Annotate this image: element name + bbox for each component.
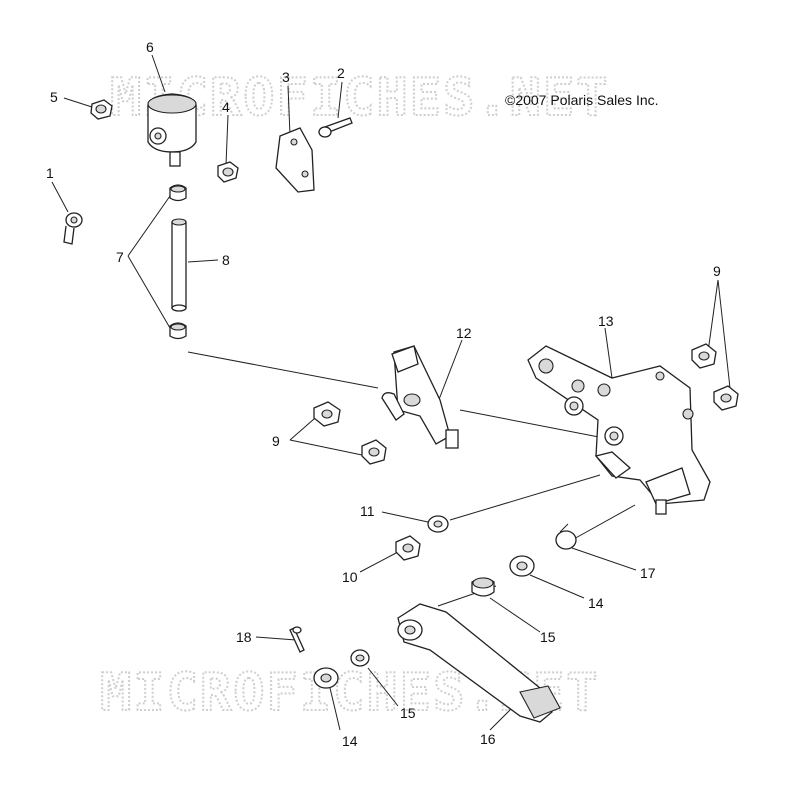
- part-9-bolt-right-1: [691, 343, 717, 369]
- callout-16: 16: [480, 731, 496, 747]
- callout-17: 17: [640, 565, 656, 581]
- callout-9-right: 9: [713, 263, 721, 279]
- part-18-cotter-pin: [289, 626, 305, 653]
- callout-5: 5: [50, 89, 58, 105]
- part-16-pedal-lever: [397, 603, 561, 723]
- callout-13: 13: [598, 313, 614, 329]
- part-10-bolt: [395, 535, 421, 561]
- part-7-clamp-top: [169, 184, 187, 202]
- part-8-hose: [171, 218, 187, 312]
- callout-15-top: 15: [540, 629, 556, 645]
- part-13-main-bracket: [527, 345, 711, 515]
- callout-labels: 6 5 4 3 2 1 7 8 12 13 9 9 11 10 17 14 15…: [46, 39, 721, 749]
- copyright-notice: ©2007 Polaris Sales Inc.: [505, 92, 659, 108]
- part-11-washer: [427, 515, 449, 533]
- part-5-nut: [90, 99, 113, 120]
- part-9-bolt-right-2: [713, 385, 739, 411]
- callout-10: 10: [342, 569, 358, 585]
- callout-4: 4: [222, 99, 230, 115]
- part-9-bolt-left-1: [313, 401, 341, 427]
- part-12-master-cylinder: [381, 345, 459, 449]
- part-14-washer-top: [509, 555, 535, 577]
- callout-11: 11: [360, 503, 375, 519]
- leader-lines: [51, 54, 731, 731]
- part-9-bolt-left-2: [361, 439, 387, 465]
- callout-9-left: 9: [272, 433, 280, 449]
- part-1-fitting: [63, 212, 83, 245]
- part-15-bushing-top: [471, 577, 495, 597]
- callout-14-bottom: 14: [342, 733, 358, 749]
- part-7-clamp-bottom: [169, 322, 187, 340]
- part-4-bolt: [217, 161, 239, 183]
- callout-7: 7: [116, 249, 124, 265]
- callout-2: 2: [337, 65, 345, 81]
- part-3-bracket: [275, 127, 315, 193]
- part-2-pin: [318, 117, 353, 138]
- callout-14-top: 14: [588, 595, 604, 611]
- part-15-bushing-bottom: [350, 649, 370, 667]
- callout-15-bottom: 15: [400, 705, 416, 721]
- callout-1: 1: [46, 165, 54, 181]
- callout-3: 3: [282, 69, 290, 85]
- callout-18: 18: [236, 629, 252, 645]
- part-6-reservoir: [147, 93, 197, 167]
- part-17-spring: [555, 523, 577, 550]
- callout-12: 12: [456, 325, 472, 341]
- part-14-washer-bottom: [313, 667, 339, 689]
- callout-6: 6: [146, 39, 154, 55]
- callout-8: 8: [222, 252, 230, 268]
